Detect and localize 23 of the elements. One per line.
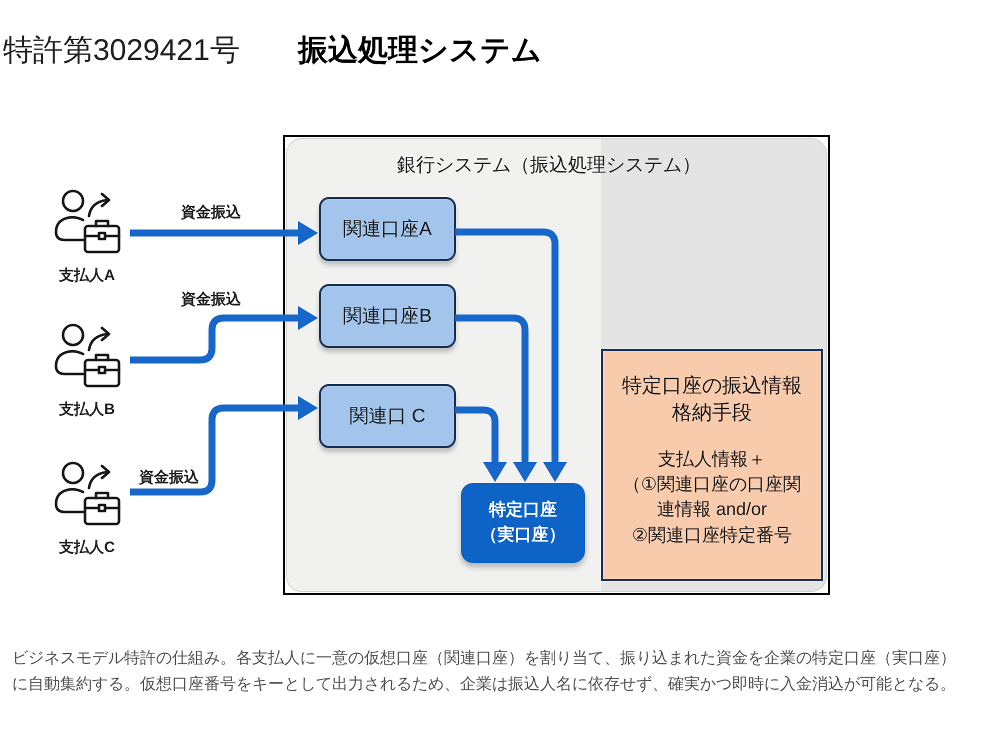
arrow: [130, 221, 318, 245]
page-title: 特許第3029421号 振込処理システム: [3, 33, 542, 69]
payer-label: 支払人B: [59, 400, 115, 420]
info-text: （①関連口座の口座関連情報 and/or ②関連口座特定番号: [622, 473, 802, 547]
arrow: [130, 306, 318, 364]
info-box: [601, 349, 823, 581]
account-box: 関連口 C: [319, 384, 456, 448]
account-box: 関連口座B: [319, 284, 456, 348]
edge-label: 資金振込: [137, 468, 201, 488]
panel-title: 銀行システム（振込処理システム）: [397, 154, 701, 178]
arrow: [455, 228, 567, 482]
arrow: [130, 396, 318, 496]
info-text: 支払人情報＋: [658, 448, 766, 471]
caption-text: ビジネスモデル特許の仕組み。各支払人に一意の仮想口座（関連口座）を割り当て、振り込まれた資金を企業の特定口座（実口座）に自動集約する。仮想口座番号をキーとして出力されるため、企業は振込人名に依存せず、確実かつ即時に入金消込が可能となる。: [12, 648, 957, 695]
real-account-box: 特定口座（実口座）: [461, 483, 585, 563]
account-box: 関連口座A: [319, 197, 456, 261]
edge-label: 資金振込: [179, 290, 243, 310]
payer-label: 支払人C: [59, 538, 115, 558]
arrow: [455, 314, 537, 482]
payer-label: 支払人A: [59, 266, 115, 286]
info-heading: 特定口座の振込情報格納手段: [621, 374, 803, 426]
arrow: [455, 406, 507, 482]
edge-label: 資金振込: [179, 203, 243, 223]
